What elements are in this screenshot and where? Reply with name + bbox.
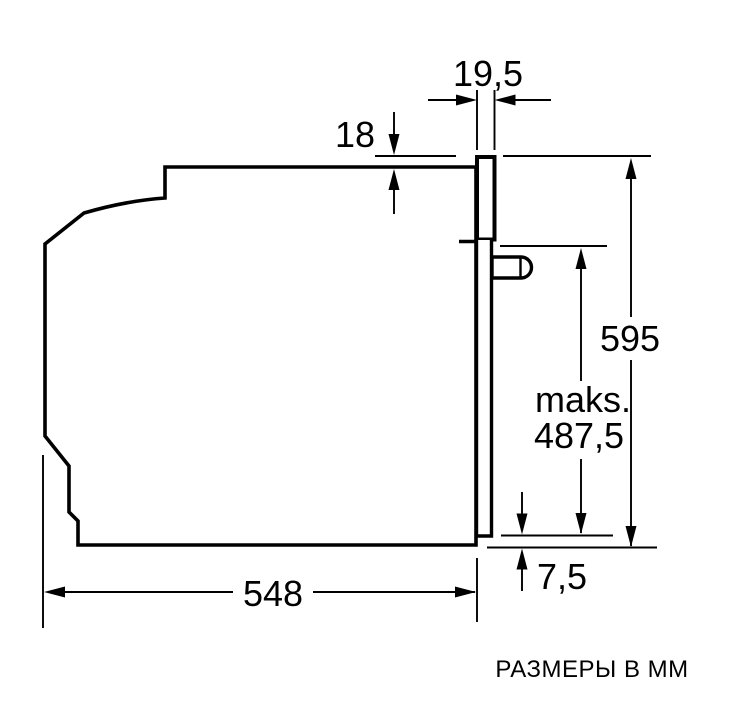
dimension-front-height: 595 xyxy=(503,155,660,547)
arrowhead-down xyxy=(388,134,400,155)
dim-label-max-value: 487,5 xyxy=(534,415,624,456)
dim-label-bottom-offset: 7,5 xyxy=(537,556,587,597)
dim-label-front-height: 595 xyxy=(600,318,660,359)
oven-body-profile xyxy=(43,165,478,547)
arrowhead-left xyxy=(494,94,516,106)
arrowhead-up xyxy=(625,158,637,179)
dimension-panel-thickness: 19,5 xyxy=(428,53,551,150)
arrowhead-right xyxy=(456,94,477,106)
dim-label-panel-overhang: 18 xyxy=(335,114,375,155)
arrowhead-down xyxy=(575,513,587,534)
arrowhead-down xyxy=(516,513,528,535)
control-panel-fascia xyxy=(475,155,497,242)
dim-label-body-depth: 548 xyxy=(243,573,303,614)
units-note: РАЗМЕРЫ В ММ xyxy=(495,656,688,683)
arrowhead-up xyxy=(388,169,400,190)
arrowhead-up xyxy=(575,248,587,269)
dimension-panel-overhang: 18 xyxy=(335,112,456,214)
dimension-max-height: maks. 487,5 xyxy=(500,245,631,534)
arrowhead-down xyxy=(625,526,637,547)
dim-label-max-prefix: maks. xyxy=(535,379,631,420)
arrowhead-up xyxy=(516,548,528,570)
dimension-bottom-offset: 7,5 xyxy=(487,492,657,597)
appliance-outline xyxy=(43,155,534,547)
arrowhead-left xyxy=(44,586,65,598)
dimension-body-depth: 548 xyxy=(42,455,478,628)
oven-door-front xyxy=(474,240,494,538)
arrowhead-right xyxy=(455,586,476,598)
dim-label-panel-thickness: 19,5 xyxy=(453,53,523,94)
control-knob xyxy=(490,255,534,280)
